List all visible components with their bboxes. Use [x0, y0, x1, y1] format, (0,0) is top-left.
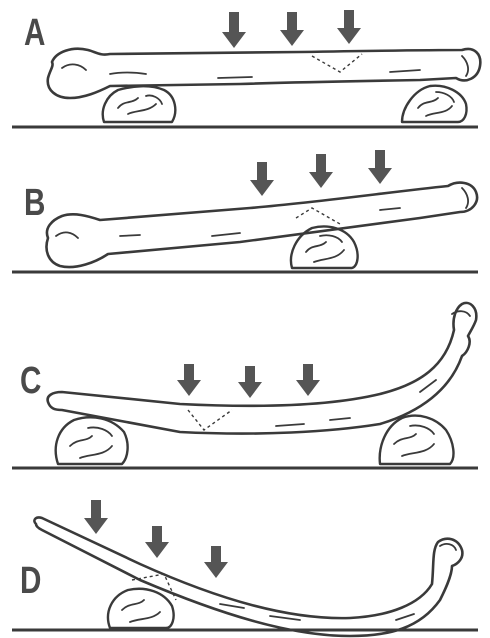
panel-d: D — [0, 480, 490, 638]
bone-icon — [34, 517, 462, 636]
panel-b: B — [0, 140, 490, 280]
down-arrow-icon — [368, 150, 392, 184]
down-arrow-icon — [238, 366, 262, 398]
panel-d-illustration — [0, 480, 490, 638]
panel-c: C — [0, 280, 490, 480]
bone-icon — [48, 303, 477, 434]
bone-icon — [48, 49, 481, 98]
down-arrow-icon — [222, 12, 246, 48]
panel-a-illustration — [0, 0, 490, 140]
rock-icon — [108, 589, 174, 628]
down-arrow-icon — [337, 10, 361, 44]
rock-icon — [402, 86, 467, 122]
rock-icon — [380, 416, 454, 464]
down-arrow-icon — [145, 526, 169, 558]
panel-b-illustration — [0, 140, 490, 280]
rock-icon — [56, 417, 128, 464]
down-arrow-icon — [309, 154, 333, 188]
down-arrow-icon — [84, 500, 108, 534]
rock-icon — [103, 86, 176, 122]
down-arrow-icon — [296, 364, 320, 396]
panel-c-illustration — [0, 280, 490, 480]
panel-a: A — [0, 0, 490, 140]
down-arrow-icon — [177, 364, 201, 396]
down-arrow-icon — [204, 546, 228, 578]
down-arrow-icon — [250, 162, 274, 196]
down-arrow-icon — [280, 12, 304, 46]
